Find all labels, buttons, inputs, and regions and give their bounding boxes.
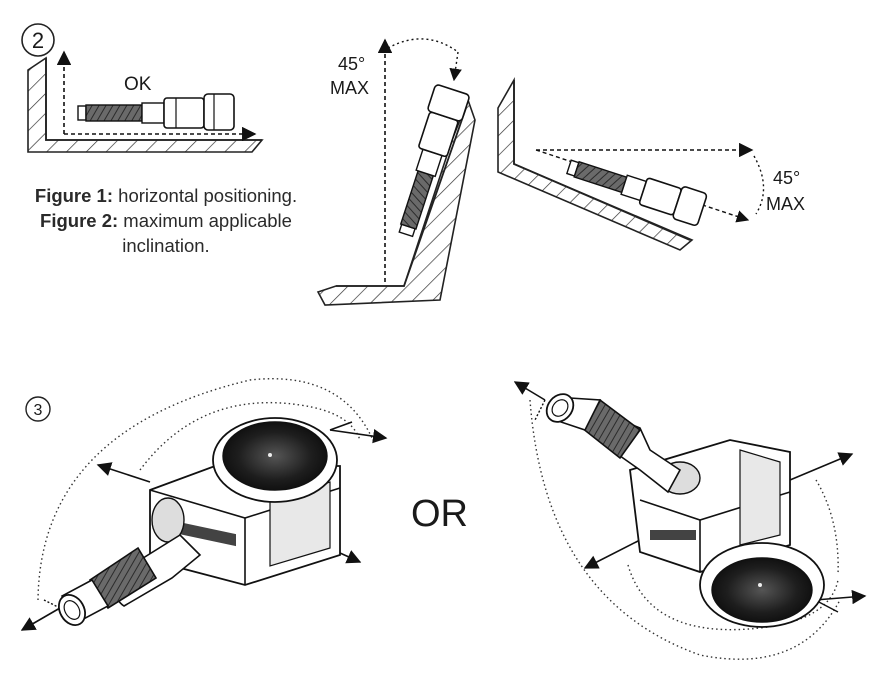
step-2-number: 2 (32, 28, 44, 53)
connector-inclined (398, 84, 470, 238)
angle-degrees-right: 45° (773, 168, 800, 188)
or-label: OR (411, 493, 468, 535)
angle-max-left: MAX (330, 78, 369, 98)
horizontal-inclination-figure: 45° MAX (497, 76, 805, 251)
ok-label: OK (124, 74, 152, 95)
rotation-figure-left (20, 378, 388, 631)
caption-fig1-text: horizontal positioning. (113, 185, 298, 206)
horizontal-positioning-figure: OK (27, 50, 264, 153)
figure-caption: Figure 1: horizontal positioning. Figure… (32, 183, 300, 258)
connector-declined (565, 159, 708, 227)
caption-fig1-title: Figure 1: (34, 185, 114, 206)
step-3-number: 3 (34, 402, 43, 419)
vertical-inclination-figure: 45° MAX (316, 38, 476, 306)
angle-arc-right (753, 155, 765, 215)
rotation-figure-right (513, 381, 867, 660)
angle-max-right: MAX (766, 194, 805, 214)
step-3-badge: 3 (25, 396, 51, 422)
caption-fig2-title: Figure 2: (40, 210, 119, 231)
connector-horizontal (77, 93, 235, 131)
angle-arc-left (387, 38, 459, 53)
rotation-arc-outer-right (529, 399, 841, 660)
angle-degrees-left: 45° (338, 54, 365, 74)
caption-fig2-text: maximum applicable inclination. (118, 210, 292, 256)
step-2-badge: 2 (21, 23, 55, 57)
